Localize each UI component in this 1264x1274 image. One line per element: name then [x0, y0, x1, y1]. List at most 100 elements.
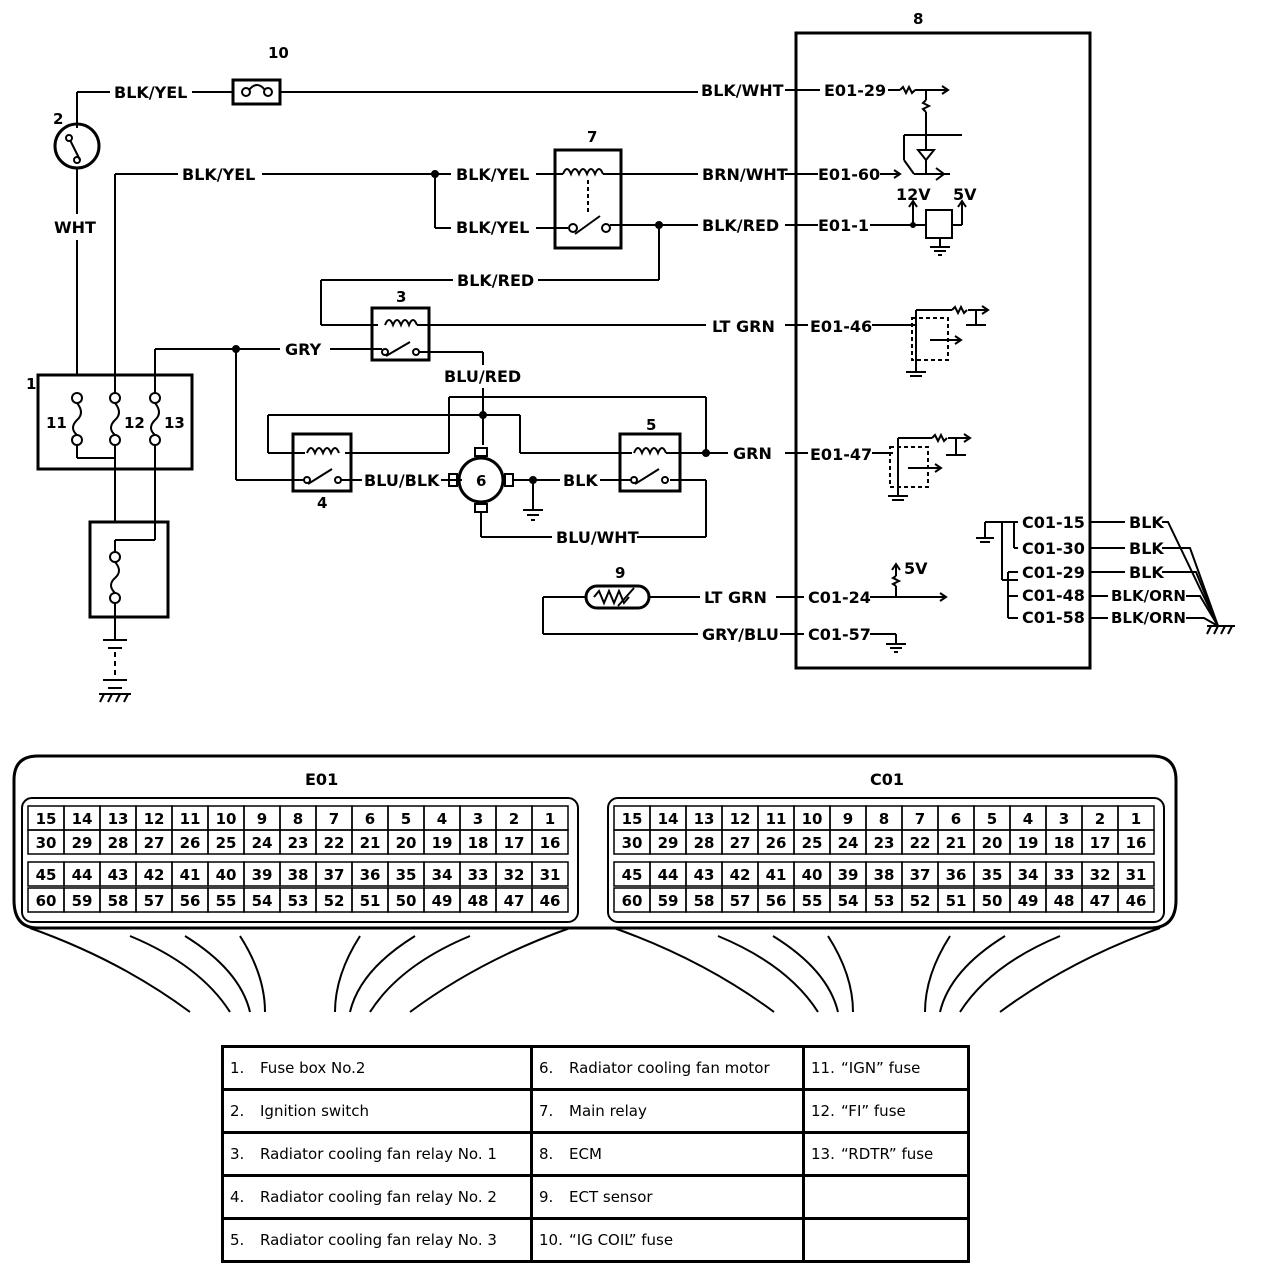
ecm-terminal-label: C01-24	[808, 588, 871, 607]
connector-pin-label: 5	[401, 810, 411, 828]
connector-pin-label: 33	[1054, 866, 1075, 884]
wire-label: GRN	[733, 444, 772, 463]
connector-pin-label: 14	[72, 810, 93, 828]
wire-label: LT GRN	[704, 588, 767, 607]
connector-pin-label: 13	[108, 810, 129, 828]
connector-pin-label: 58	[108, 892, 129, 910]
legend-text: ECM	[569, 1145, 602, 1163]
connector-pin-label: 40	[216, 866, 237, 884]
legend-cell: 8.ECM	[530, 1131, 805, 1177]
connector-pin-label: 51	[946, 892, 967, 910]
legend-number: 13.	[811, 1145, 835, 1163]
label-comp-4: 4	[317, 494, 327, 512]
connector-pin-label: 53	[874, 892, 895, 910]
ecm-terminal-label: C01-58	[1022, 608, 1085, 627]
connector-pin-label: 2	[509, 810, 519, 828]
connector-header-e01: E01	[305, 770, 338, 789]
legend-cell: 2.Ignition switch	[221, 1088, 533, 1134]
label-comp-5: 5	[646, 416, 656, 434]
connector-pin-label: 31	[540, 866, 561, 884]
connector-pin-label: 23	[288, 834, 309, 852]
connector-pin-label: 56	[766, 892, 787, 910]
connector-pin-label: 16	[540, 834, 561, 852]
connector-pin-label: 13	[694, 810, 715, 828]
wire-label: BLU/BLK	[364, 471, 440, 490]
connector-pin-label: 4	[437, 810, 447, 828]
legend-cell	[802, 1174, 970, 1220]
label-comp-7: 7	[587, 128, 597, 146]
wire-label: BLK/RED	[702, 216, 779, 235]
legend-number: 11.	[811, 1059, 835, 1077]
legend-cell: 13.“RDTR” fuse	[802, 1131, 970, 1177]
connector-pin-label: 56	[180, 892, 201, 910]
connector-pin-label: 18	[1054, 834, 1075, 852]
legend-cell: 1.Fuse box No.2	[221, 1045, 533, 1091]
connector-pin-label: 4	[1023, 810, 1033, 828]
connector-pin-label: 24	[838, 834, 859, 852]
wire-label: BLU/RED	[444, 367, 521, 386]
connector-pin-label: 54	[252, 892, 273, 910]
wire-label: GRY	[285, 340, 322, 359]
connector-pin-label: 5	[987, 810, 997, 828]
connector-pin-label: 59	[658, 892, 679, 910]
legend-number: 9.	[539, 1188, 554, 1206]
connector-pin-label: 48	[468, 892, 489, 910]
legend-cell: 3.Radiator cooling fan relay No. 1	[221, 1131, 533, 1177]
ecm-terminal-label: C01-57	[808, 625, 871, 644]
connector-pin-label: 37	[910, 866, 931, 884]
connector-pin-label: 54	[838, 892, 859, 910]
connector-pin-label: 43	[694, 866, 715, 884]
connector-pin-label: 36	[360, 866, 381, 884]
connector-pin-label: 52	[324, 892, 345, 910]
main-relay-7	[553, 148, 623, 250]
connector-pin-label: 43	[108, 866, 129, 884]
wire-label: BLK	[1129, 539, 1164, 558]
legend-cell: 6.Radiator cooling fan motor	[530, 1045, 805, 1091]
connector-pin-label: 7	[915, 810, 925, 828]
connector-pin-label: 38	[874, 866, 895, 884]
voltage-label: 5V	[953, 185, 977, 204]
connector-pin-cell	[1117, 861, 1155, 887]
label-comp-12: 12	[124, 414, 145, 432]
label-comp-6: 6	[476, 472, 486, 490]
connector-pin-label: 57	[730, 892, 751, 910]
wire-label: BLK	[563, 471, 598, 490]
main-fuse-box	[88, 520, 170, 619]
ecm-terminal-label: E01-47	[810, 445, 872, 464]
wire-label: GRY/BLU	[702, 625, 779, 644]
voltage-label: 12V	[896, 185, 931, 204]
connector-pin-label: 27	[730, 834, 751, 852]
wire-label: BLK/YEL	[182, 165, 255, 184]
connector-pin-label: 60	[622, 892, 643, 910]
connector-pin-label: 46	[540, 892, 561, 910]
connector-c01-frame	[607, 797, 1165, 923]
connector-pin-label: 40	[802, 866, 823, 884]
connector-pin-label: 49	[432, 892, 453, 910]
connector-pin-label: 29	[72, 834, 93, 852]
connector-pin-label: 19	[1018, 834, 1039, 852]
connector-pin-cell	[531, 829, 569, 855]
connector-pin-label: 53	[288, 892, 309, 910]
connector-pin-label: 21	[360, 834, 381, 852]
connector-pin-label: 17	[504, 834, 525, 852]
fan-relay-5	[618, 432, 682, 493]
connector-pin-label: 22	[910, 834, 931, 852]
wire-label: LT GRN	[712, 317, 775, 336]
connector-e01-frame	[21, 797, 579, 923]
legend-text: Radiator cooling fan relay No. 1	[260, 1145, 497, 1163]
ignition-switch-2	[53, 122, 101, 170]
connector-pin-label: 38	[288, 866, 309, 884]
connector-pin-label: 28	[108, 834, 129, 852]
legend-text: ECT sensor	[569, 1188, 653, 1206]
legend-text: Main relay	[569, 1102, 647, 1120]
label-comp-2: 2	[53, 110, 63, 128]
label-comp-9: 9	[615, 564, 625, 582]
ecm-terminal-label: C01-29	[1022, 563, 1085, 582]
connector-pin-label: 42	[730, 866, 751, 884]
connector-pin-label: 47	[1090, 892, 1111, 910]
